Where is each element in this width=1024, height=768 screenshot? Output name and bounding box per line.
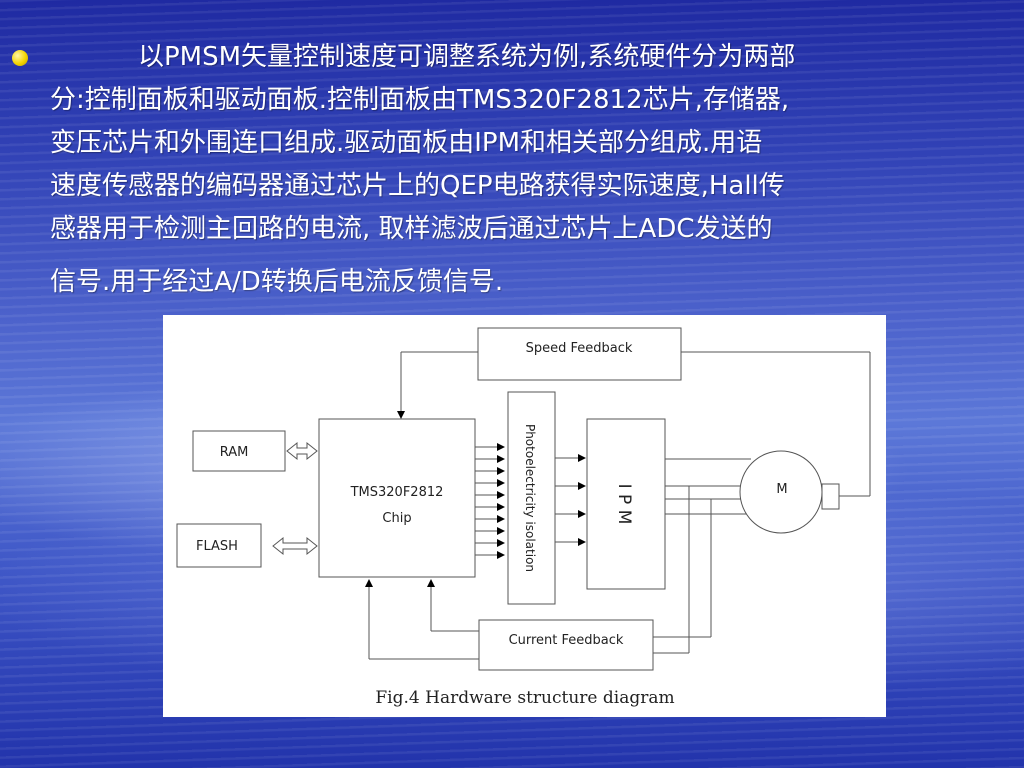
chip-to-isolation-arrows <box>475 443 505 559</box>
ram-bus-arrow <box>286 441 318 461</box>
current-feedback-box <box>478 619 654 671</box>
bullet-icon <box>12 50 28 66</box>
ipm-box <box>586 418 666 590</box>
chip-box <box>318 418 476 578</box>
speed-feedback-box <box>477 327 682 381</box>
text-line-2: 分:控制面板和驱动面板.控制面板由TMS320F2812芯片,存储器, <box>50 85 790 115</box>
flash-label: FLASH <box>196 539 238 554</box>
text-line-6: 信号.用于经过A/D转换后电流反馈信号. <box>50 267 504 297</box>
chip-label-line2: Chip <box>382 511 411 526</box>
motor-label: M <box>776 482 787 497</box>
chip-label-line1: TMS320F2812 <box>350 485 444 500</box>
encoder-box <box>821 483 840 510</box>
bullet-text: 以PMSM矢量控制速度可调整系统为例,系统硬件分为两部 分:控制面板和驱动面板.… <box>50 36 995 304</box>
flash-box <box>176 523 262 568</box>
ipm-to-motor-lines <box>665 458 751 515</box>
current-feedback-label: Current Feedback <box>509 633 624 648</box>
hardware-diagram: Speed Feedback RAM FLASH TMS320F2812 Chi… <box>176 327 871 708</box>
ram-label: RAM <box>220 445 249 460</box>
ipm-label: I P M <box>614 484 634 525</box>
isolation-to-ipm-arrows <box>555 454 586 546</box>
flash-bus-arrow <box>272 536 318 556</box>
text-line-3: 变压芯片和外围连口组成.驱动面板由IPM和相关部分组成.用语 <box>50 128 763 158</box>
ram-box <box>192 430 286 472</box>
hardware-diagram-figure: Speed Feedback RAM FLASH TMS320F2812 Chi… <box>163 315 886 717</box>
text-line-5: 感器用于检测主回路的电流, 取样滤波后通过芯片上ADC发送的 <box>50 214 773 244</box>
figure-caption: Fig.4 Hardware structure diagram <box>375 688 674 708</box>
isolation-box <box>507 391 556 605</box>
text-line-4: 速度传感器的编码器通过芯片上的QEP电路获得实际速度,Hall传 <box>50 171 785 201</box>
isolation-label: Photoelectricity isolation <box>523 424 537 572</box>
speed-feedback-label: Speed Feedback <box>526 341 633 356</box>
text-line-1: 以PMSM矢量控制速度可调整系统为例,系统硬件分为两部 <box>138 42 796 72</box>
